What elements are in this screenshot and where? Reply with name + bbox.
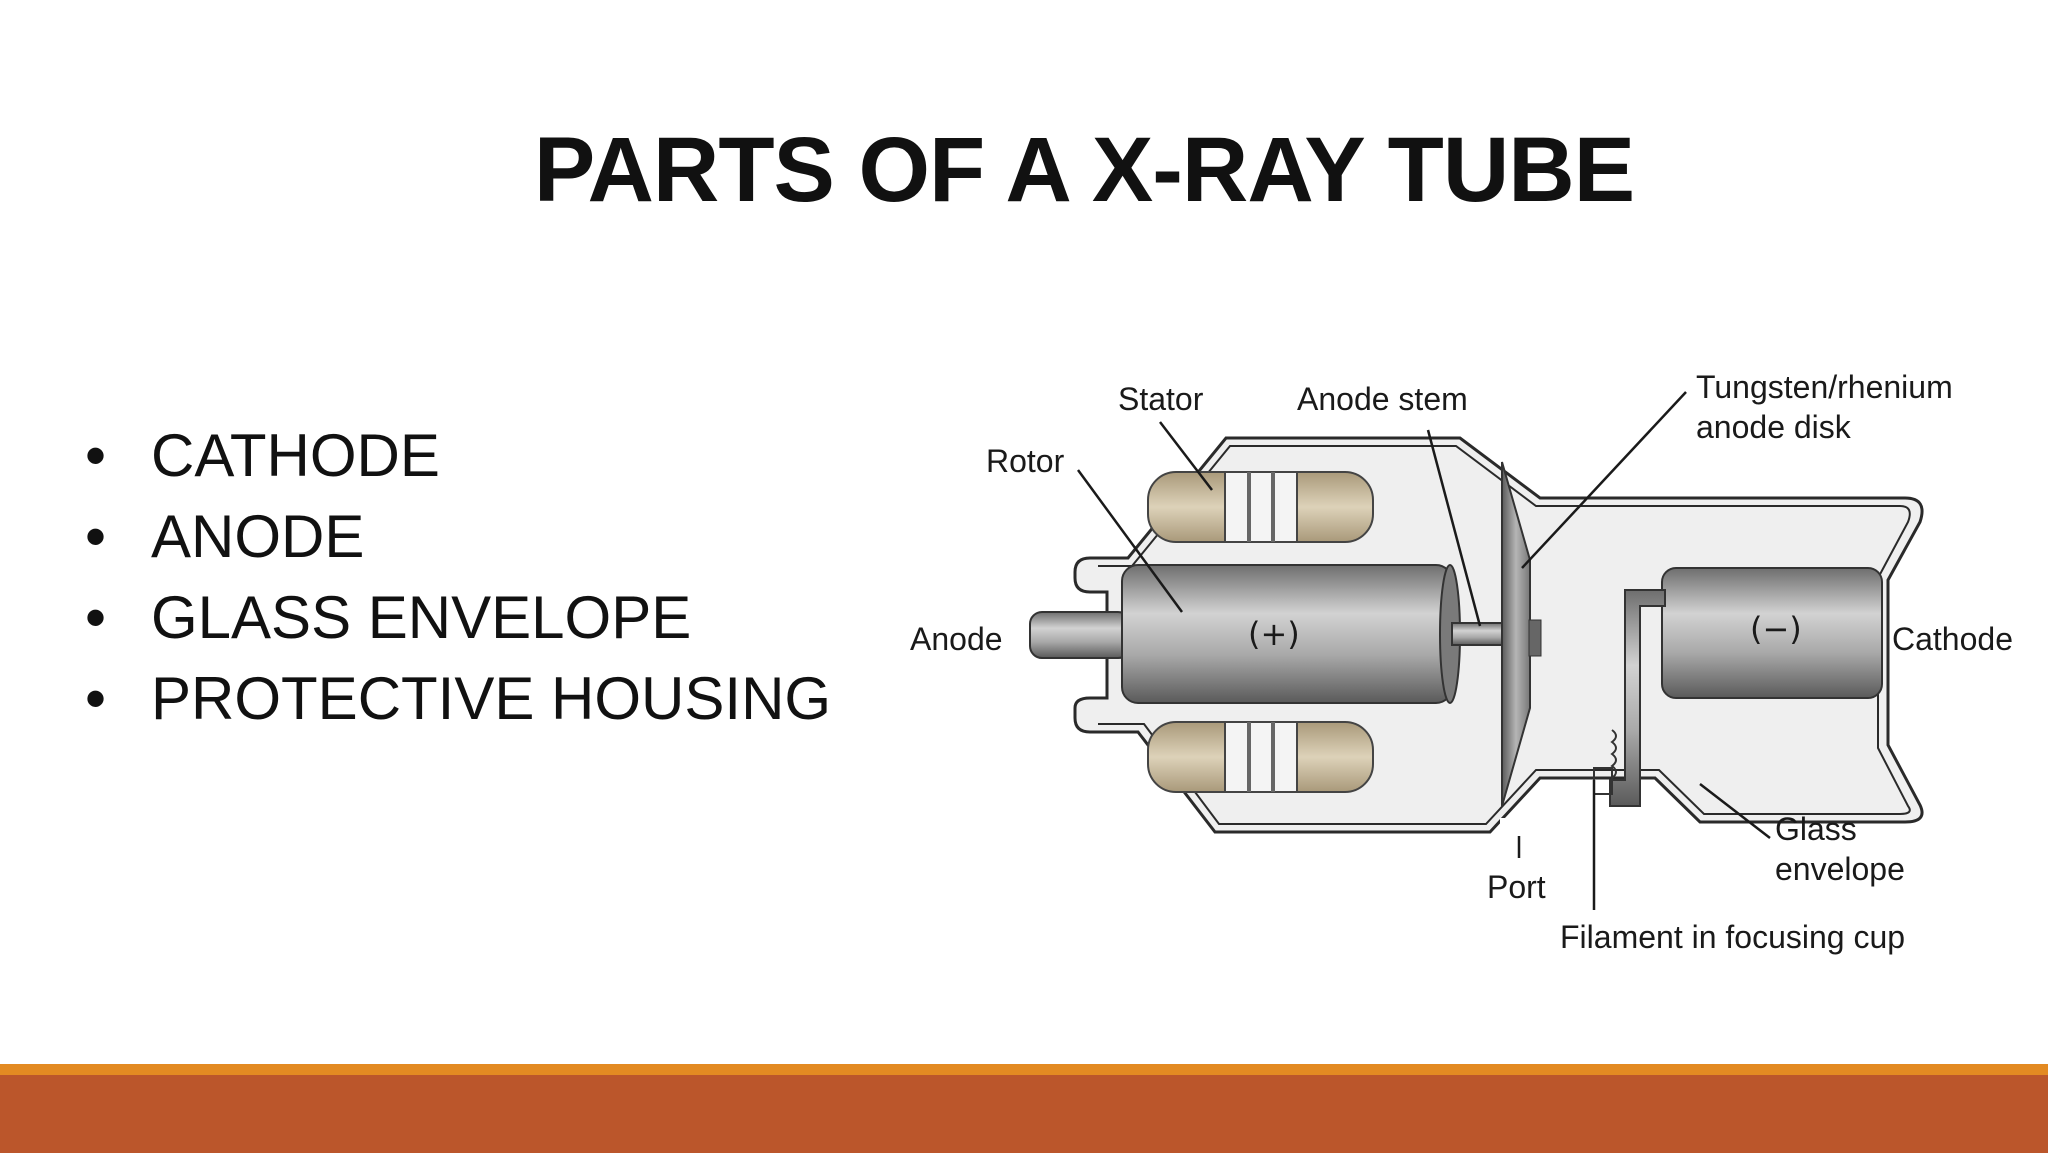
label-stator: Stator <box>1118 381 1204 417</box>
glass-envelope-inner-outline <box>1098 445 1911 825</box>
leader-stator <box>1159 421 1213 491</box>
bullet-item-cathode: • CATHODE <box>85 415 831 496</box>
label-cathode: Cathode <box>1892 621 2013 657</box>
bullet-dot: • <box>85 665 107 732</box>
slide-title: PARTS OF A X-RAY TUBE <box>533 119 1635 221</box>
bullet-dot: • <box>85 503 107 570</box>
bullet-dot: • <box>85 422 107 489</box>
focusing-cup <box>1609 589 1666 807</box>
bullet-text: GLASS ENVELOPE <box>151 584 692 651</box>
bullet-item-protective-housing: • PROTECTIVE HOUSING <box>85 658 831 739</box>
label-disk-line2: anode disk <box>1696 409 1852 445</box>
bullet-text: ANODE <box>151 503 365 570</box>
label-rotor: Rotor <box>986 443 1065 479</box>
anode-disk <box>1501 461 1531 807</box>
stator-bottom <box>1147 721 1374 793</box>
anode-disk-hub <box>1528 619 1542 657</box>
footer-bar <box>0 1075 2048 1153</box>
leader-glass <box>1699 783 1771 839</box>
label-anode: Anode <box>910 621 1003 657</box>
cathode-body <box>1661 567 1883 699</box>
footer-accent-line <box>0 1064 2048 1075</box>
envelope-port-gap <box>1500 818 1538 836</box>
cathode-sign: (−) <box>1750 610 1802 648</box>
filament-icon <box>1610 729 1617 779</box>
anode-shaft <box>1029 611 1131 659</box>
leader-anode-stem <box>1426 429 1482 627</box>
bullet-item-glass-envelope: • GLASS ENVELOPE <box>85 577 831 658</box>
label-disk-line1: Tungsten/rhenium <box>1696 369 1953 405</box>
leader-rotor <box>1076 469 1184 613</box>
bullet-dot: • <box>85 584 107 651</box>
leader-anode-disk <box>1521 391 1687 569</box>
label-port: Port <box>1487 869 1546 905</box>
stator-top <box>1147 471 1374 543</box>
bullet-text: PROTECTIVE HOUSING <box>151 665 832 732</box>
label-anode-stem: Anode stem <box>1297 381 1468 417</box>
anode-sign: (+) <box>1248 615 1300 653</box>
bullet-text: CATHODE <box>151 422 440 489</box>
label-glass-line1: Glass <box>1775 811 1857 847</box>
bullet-list: • CATHODE • ANODE • GLASS ENVELOPE • PROTECT… <box>85 415 831 739</box>
label-glass-line2: envelope <box>1775 851 1905 887</box>
bullet-item-anode: • ANODE <box>85 496 831 577</box>
label-filament: Filament in focusing cup <box>1560 919 1905 955</box>
